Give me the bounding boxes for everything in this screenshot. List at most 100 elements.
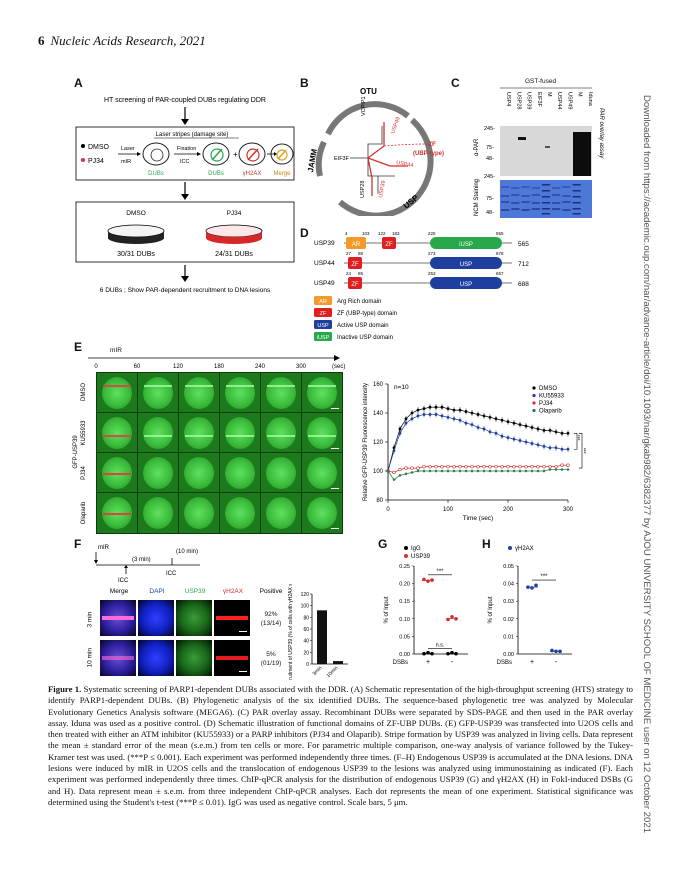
ncm-band: [552, 202, 561, 204]
e-point: [470, 469, 474, 473]
fixation-label: Fixation: [177, 146, 196, 152]
e-point: [434, 469, 438, 473]
e-point: [422, 413, 426, 416]
e-point: [542, 469, 546, 473]
e-point: [476, 426, 480, 429]
usp39-ar-text: AR: [352, 242, 361, 248]
e-point: [488, 430, 492, 434]
e-row-dmso: DMSO: [81, 383, 87, 401]
legend-swatch-3: [314, 332, 332, 341]
cell-diagram-1: [142, 142, 170, 166]
e-point: [548, 429, 552, 432]
e-mir-label: mIR: [110, 347, 122, 354]
ncm-band: [521, 209, 530, 211]
e-point: [434, 413, 438, 416]
e-point: [536, 469, 540, 473]
g-legend-label-1: USP39: [411, 554, 431, 560]
tick-top-75: 75-: [486, 145, 494, 151]
panel-label-e: E: [74, 340, 83, 354]
journal-title: Nucleic Acids Research, 2021: [50, 33, 206, 48]
g-ylabel: % of Input: [384, 596, 390, 623]
h-dot: [526, 585, 530, 589]
e-point: [404, 472, 408, 476]
h-ytick-label: 0.00: [503, 652, 514, 658]
e-point: [536, 464, 540, 469]
e-sig-1: ***: [578, 435, 584, 441]
e-point: [554, 446, 558, 450]
e-point: [494, 417, 498, 421]
e-point: [506, 436, 510, 440]
e-point: [440, 464, 444, 469]
tick-top-48: 48-: [486, 156, 494, 162]
f-ytick-label: 60: [303, 627, 309, 633]
e-cell-image: [96, 492, 138, 534]
e-ytick-label: 80: [376, 498, 383, 504]
e-point: [506, 464, 510, 469]
legend-tag-2: USP: [317, 323, 329, 329]
e-time-1: 60: [134, 364, 141, 370]
legend-label-2: Active USP domain: [337, 323, 389, 329]
h-xcat-0: +: [530, 659, 534, 666]
dmso-plate: [107, 224, 165, 238]
e-point: [518, 423, 522, 426]
marker-band: [541, 190, 551, 192]
e-point: [404, 466, 408, 470]
legend-swatch-2: [314, 320, 332, 329]
e-point: [464, 464, 468, 469]
usp44-pos-1: 88: [358, 251, 364, 256]
usp44-zf-text: ZF: [351, 262, 359, 268]
usp28-label: USP28: [360, 181, 366, 198]
f-bar-1: [333, 661, 343, 664]
e-point: [566, 467, 570, 472]
e-cell-image: [96, 372, 138, 414]
tick-bottom-48: 48-: [486, 210, 494, 216]
e-cell-image: [301, 412, 343, 454]
h-dot: [530, 586, 534, 590]
e-point: [548, 446, 552, 450]
e-point: [446, 415, 450, 419]
g-dot: [454, 651, 458, 656]
e-point: [410, 411, 414, 415]
screen-conclusion: 6 DUBs ; Show PAR-dependent recruitment …: [100, 287, 271, 294]
dmso-plate-label: DMSO: [126, 210, 146, 217]
e-series-line-1: [387, 414, 568, 472]
g-ytick-label: 0.10: [399, 617, 410, 623]
usp39-zf-text: ZF: [385, 242, 393, 248]
e-xtick-label: 100: [443, 507, 454, 513]
e-point: [500, 464, 504, 469]
e-point: [476, 464, 480, 469]
ncm-band: [511, 194, 520, 196]
ncm-stain: [500, 180, 592, 218]
e-cell-image: [260, 452, 302, 494]
f-row-label-0: 3 min: [86, 611, 94, 628]
e-point: [416, 408, 420, 412]
e-point: [554, 467, 558, 472]
f-col-0: Merge: [109, 588, 129, 595]
e-point: [518, 464, 522, 469]
e-cell-image: [260, 372, 302, 414]
e-point: [494, 431, 498, 435]
e-point: [536, 427, 540, 431]
e-point: [404, 421, 408, 425]
ncm-band: [511, 208, 520, 210]
f-col-3: γH2AX: [222, 588, 244, 595]
usp49-zf-text: ZF: [351, 282, 359, 288]
f-cell-image: [214, 600, 250, 636]
par-overlay-label: PAR overlay assay: [598, 108, 604, 159]
ncm-band: [521, 201, 530, 203]
legend-label-1: ZF (UBP-type) domain: [337, 311, 397, 317]
e-point: [512, 437, 516, 441]
f-ytick-label: 80: [303, 615, 309, 621]
ncm-band: [531, 194, 540, 196]
e-point: [410, 466, 414, 470]
e-ytick-label: 120: [373, 440, 384, 446]
e-point: [458, 418, 462, 422]
usp39-pos-4: 225: [428, 231, 436, 236]
g-legend-marker-0: [404, 546, 408, 550]
lane-label-0: USP4: [505, 92, 511, 106]
e-time-unit: (sec): [332, 364, 345, 370]
